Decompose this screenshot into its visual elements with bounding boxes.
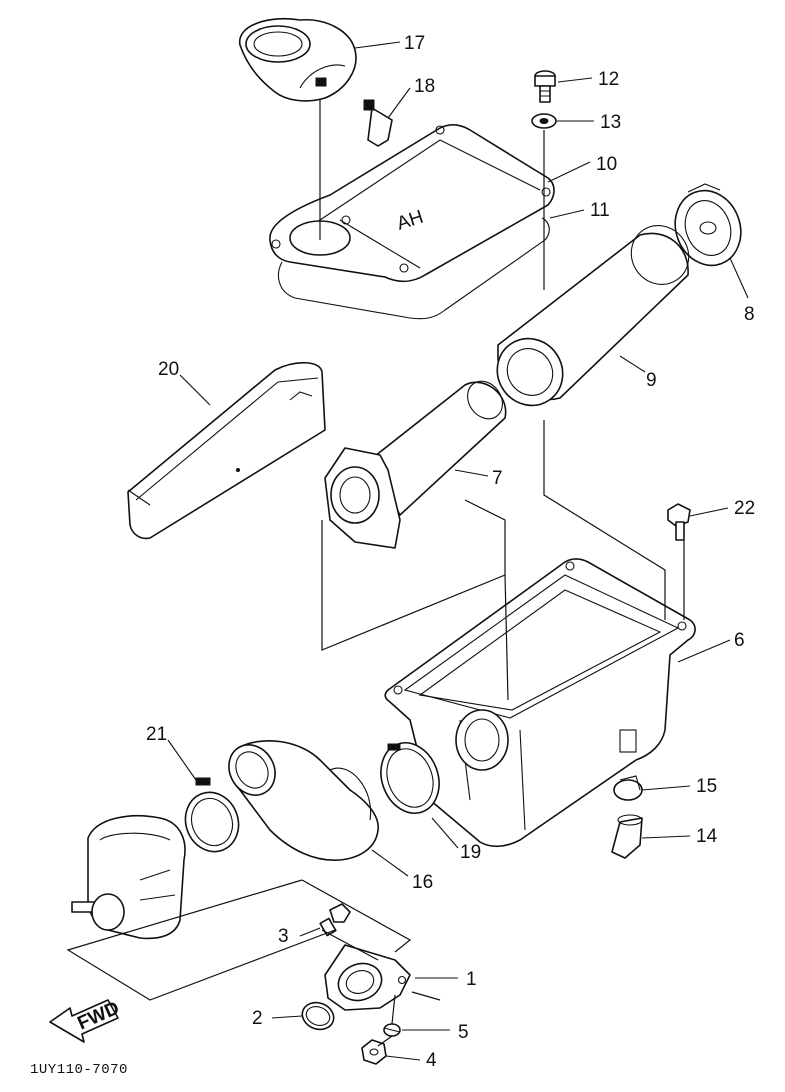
callout-13: 13 [600, 112, 621, 133]
part-14-drain-plug [611, 814, 643, 859]
part-18-breather-hose [363, 99, 393, 147]
callout-5: 5 [458, 1022, 469, 1043]
callout-8: 8 [744, 304, 755, 325]
drawing-code: 1UY110-7070 [30, 1062, 128, 1078]
callout-4: 4 [426, 1050, 437, 1071]
callout-14: 14 [696, 826, 718, 847]
callout-22: 22 [734, 498, 755, 519]
fwd-label: FWD [74, 998, 122, 1035]
callout-18: 18 [414, 76, 435, 97]
forward-direction-arrow: FWD [49, 998, 123, 1043]
callout-12: 12 [598, 69, 619, 90]
callout-3: 3 [278, 926, 289, 947]
callout-19: 19 [460, 842, 481, 863]
part-4-nut [361, 1039, 387, 1065]
part-8-element-cap [674, 183, 742, 267]
part-7-element-guide [324, 380, 507, 549]
callout-15: 15 [696, 776, 717, 797]
part-16-joint-hose [228, 740, 379, 861]
part-22-bolt [667, 503, 691, 541]
assembly-guide-lines [66, 100, 685, 1047]
part-10-air-box-cover [269, 124, 555, 283]
part-9-filter-element [496, 225, 690, 407]
callout-7: 7 [492, 468, 503, 489]
callout-17: 17 [404, 33, 425, 54]
part-13-washer [531, 113, 557, 129]
callout-20: 20 [158, 359, 179, 380]
part-20-side-panel [127, 361, 326, 540]
leader-lines [167, 41, 749, 1061]
part-12-screw [534, 70, 556, 103]
callout-6: 6 [734, 630, 745, 651]
callout-2: 2 [252, 1008, 263, 1029]
callout-11: 11 [590, 200, 610, 221]
part-21-hose-clamp [184, 777, 240, 853]
part-6-air-box-case [384, 558, 696, 848]
callout-9: 9 [646, 370, 657, 391]
part-11-cover-gasket [278, 217, 550, 320]
carburetor-reference [71, 815, 186, 940]
part-19-hose-clamp [380, 742, 440, 814]
callout-10: 10 [596, 154, 617, 175]
part-5-spring-washer [383, 1023, 401, 1037]
callout-numbers: 17 18 12 13 10 11 8 9 20 7 22 6 21 15 14… [146, 33, 755, 1071]
part-2-o-ring [301, 1001, 335, 1031]
part-15-clip [613, 775, 643, 801]
callout-16: 16 [412, 872, 433, 893]
callout-21: 21 [146, 724, 167, 745]
part-1-carburetor-joint [324, 944, 411, 1011]
part-17-intake-duct [239, 17, 357, 102]
callout-1: 1 [466, 969, 477, 990]
